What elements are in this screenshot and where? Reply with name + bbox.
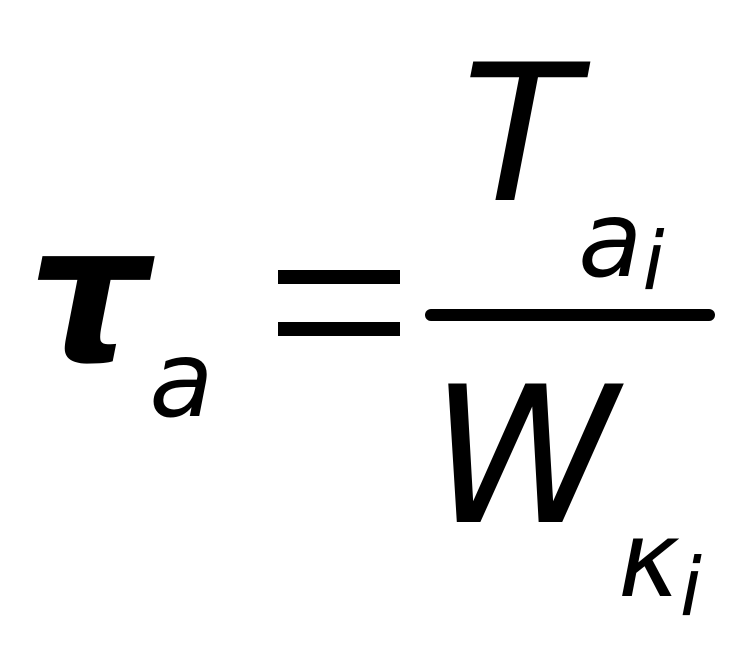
lhs-subscript: a bbox=[149, 319, 214, 441]
numerator-symbol: T bbox=[462, 24, 579, 245]
lhs-tau: τ bbox=[28, 184, 150, 405]
numerator-group: T a i bbox=[462, 40, 665, 302]
denominator-group: W κ i bbox=[430, 362, 702, 628]
equals-bar-top bbox=[278, 270, 400, 284]
fraction-bar bbox=[425, 309, 715, 321]
denominator-subsubscript: i bbox=[679, 541, 702, 634]
numerator-subscript: a bbox=[578, 179, 643, 301]
equals-bar-bottom bbox=[278, 322, 400, 336]
denominator-symbol: W bbox=[430, 346, 618, 567]
denominator-subscript: κ bbox=[617, 499, 680, 621]
numerator-subsubscript: i bbox=[642, 215, 665, 308]
lhs-group: τ a bbox=[28, 200, 214, 433]
